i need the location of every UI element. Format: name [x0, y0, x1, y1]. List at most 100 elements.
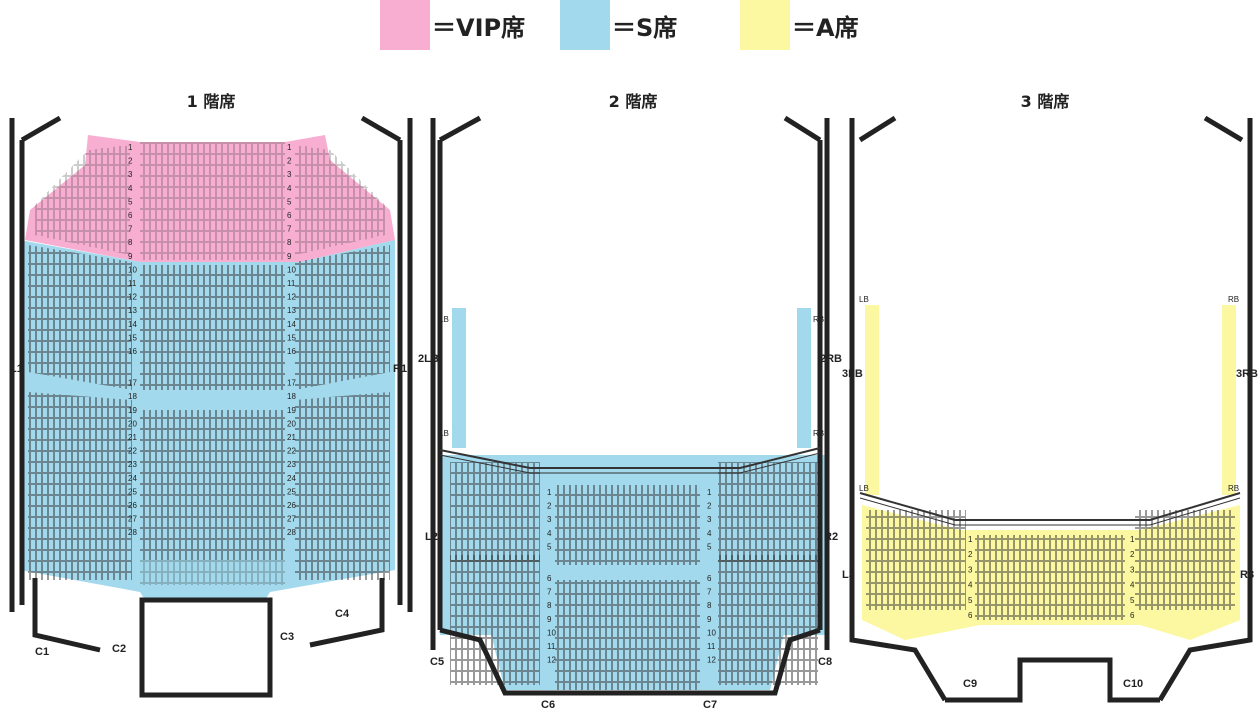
floor1-row-6-left: 6	[128, 211, 133, 220]
floor2-row-10-left: 10	[547, 628, 556, 637]
floor2-row-9-right: 9	[707, 615, 712, 624]
floor2-row-12-left: 12	[547, 656, 556, 665]
floor1-row-21-right: 21	[287, 433, 296, 442]
floor1-row-1-right: 1	[287, 143, 292, 152]
floor2-row-4-left: 4	[547, 529, 552, 538]
floor3-walls	[849, 115, 1253, 703]
floor1-row-16-left: 16	[128, 347, 137, 356]
floor1-row-23-right: 23	[287, 460, 296, 469]
entrance-r2: R2	[824, 531, 838, 543]
entrance-r3: R3	[1240, 569, 1254, 581]
floor1-row-21-left: 21	[128, 433, 137, 442]
legend-s: ＝S席	[560, 0, 677, 50]
floor1-row-19-right: 19	[287, 406, 296, 415]
floor1-row-8-right: 8	[287, 238, 292, 247]
floor2-row-4-right: 4	[707, 529, 712, 538]
floor2-row-6-right: 6	[707, 574, 712, 583]
floor2-row-11-left: 11	[547, 642, 556, 651]
floor1-walls	[9, 115, 413, 698]
floor2-row-12-right: 12	[707, 656, 716, 665]
floor2-row-8-right: 8	[707, 601, 712, 610]
floor1-row-12-right: 12	[287, 293, 296, 302]
floor1-title: 1 階席	[186, 92, 236, 111]
s-legend-label: ＝S席	[612, 13, 678, 42]
floor1-row-17-right: 17	[287, 379, 296, 388]
entrance-2lb: 2LB	[418, 353, 439, 365]
floor3-row-6-right: 6	[1130, 611, 1135, 620]
entrance-r1: R1	[393, 363, 407, 375]
floor3-row-4-right: 4	[1130, 581, 1135, 590]
floor1-row-19-left: 19	[128, 406, 137, 415]
entrance-c8: C8	[818, 656, 832, 668]
floor1-row-22-right: 22	[287, 447, 296, 456]
entrance-2rb: 2RB	[820, 353, 842, 365]
floor1-row-7-right: 7	[287, 225, 292, 234]
floor1-row-27-left: 27	[128, 515, 137, 524]
floor2-row-11-right: 11	[707, 642, 716, 651]
floor1-row-24-right: 24	[287, 474, 296, 483]
floor2-row-1-right: 1	[707, 488, 712, 497]
a-swatch	[740, 0, 790, 50]
floor1-row-27-right: 27	[287, 515, 296, 524]
floor1-row-20-right: 20	[287, 419, 296, 428]
floor1-row-15-right: 15	[287, 333, 296, 342]
floor1-row-23-left: 23	[128, 460, 137, 469]
floor2-title: 2 階席	[608, 92, 658, 111]
entrance-c4: C4	[335, 608, 350, 620]
floor2-row-10-right: 10	[707, 628, 716, 637]
floor1-row-7-left: 7	[128, 225, 133, 234]
s-swatch	[560, 0, 610, 50]
floor1-row-22-left: 22	[128, 447, 137, 456]
entrance-3lb: 3LB	[842, 368, 863, 380]
floor3-seat-blocks	[866, 510, 1235, 620]
box-2rb-bottom: RB	[813, 429, 824, 438]
box-3lb-bottom: LB	[859, 484, 869, 493]
floor3-row-1-left: 1	[968, 535, 973, 544]
floor1-row-10-left: 10	[128, 265, 137, 274]
floor1-row-3-right: 3	[287, 170, 292, 179]
floor3-balcony-edge	[859, 492, 1241, 521]
box-3lb-top: LB	[859, 295, 869, 304]
floor1-row-10-right: 10	[287, 265, 296, 274]
box-2rb-top: RB	[813, 315, 824, 324]
floor2-row-5-right: 5	[707, 542, 712, 551]
entrance-c7: C7	[703, 699, 717, 710]
floor1-row-26-left: 26	[128, 501, 137, 510]
floor1-row-28-right: 28	[287, 528, 296, 537]
vip-swatch	[380, 0, 430, 50]
floor1-row-11-left: 11	[128, 279, 137, 288]
floor1-row-13-right: 13	[287, 306, 296, 315]
legend-vip: ＝VIP席	[380, 0, 525, 50]
floor1-row-25-left: 25	[128, 487, 137, 496]
floor1-row-1-left: 1	[128, 143, 133, 152]
floor2-row-7-right: 7	[707, 588, 712, 597]
a-legend-label: ＝A席	[792, 13, 859, 42]
entrance-l1: L1	[10, 363, 23, 375]
floor1-row-15-left: 15	[128, 333, 137, 342]
floor2-rb-boxes	[797, 308, 811, 448]
floor1-row-8-left: 8	[128, 238, 133, 247]
floor3-lb-boxes	[865, 305, 879, 495]
floor3-rb-boxes	[1222, 305, 1236, 495]
floor1-row-25-right: 25	[287, 487, 296, 496]
entrance-l2: L2	[425, 531, 438, 543]
entrance-c10: C10	[1123, 678, 1143, 690]
floor1-row-13-left: 13	[128, 306, 137, 315]
floor2-row-5-left: 5	[547, 542, 552, 551]
floor3-row-1-right: 1	[1130, 535, 1135, 544]
floor1-row-28-left: 28	[128, 528, 137, 537]
floor2-row-6-left: 6	[547, 574, 552, 583]
floor1-row-5-left: 5	[128, 197, 133, 206]
floor1-row-20-left: 20	[128, 419, 137, 428]
floor2-row-7-left: 7	[547, 588, 552, 597]
entrance-c2: C2	[112, 643, 126, 655]
entrance-l3: L3	[842, 569, 855, 581]
floor1-row-11-right: 11	[287, 279, 296, 288]
floor1-row-12-left: 12	[128, 293, 137, 302]
floor2-row-3-right: 3	[707, 515, 712, 524]
floor2-walls	[430, 115, 830, 696]
